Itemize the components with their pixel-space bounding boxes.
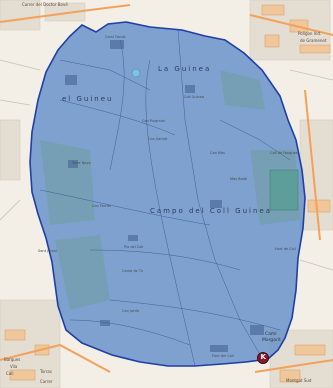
top-right-label-2: de Gramenet <box>300 38 327 43</box>
la-guinea-label: La Guinea <box>158 65 212 73</box>
bottom-left-label-1: Barques <box>4 357 21 362</box>
bottom-left-label-3: Coll <box>6 371 14 376</box>
inner-label: Torre Nova <box>72 161 91 165</box>
inner-label: Can Santet <box>148 137 168 141</box>
top-street-label: Carrer del Doctor Bové <box>22 2 68 7</box>
bottom-left-label-4: Torras <box>40 369 52 374</box>
corner-label-1: Camí <box>265 332 277 337</box>
inner-label: Coll Guinea <box>184 95 205 99</box>
bottom-left-label-5: Carrer <box>40 379 53 384</box>
inner-label: Camí Fondo <box>105 35 126 39</box>
inner-label: Can Mas <box>210 151 225 155</box>
inner-label: Font del Coll <box>212 354 234 358</box>
bottom-right-label: Montgat Sud <box>286 378 312 383</box>
inner-label: Sant Jeroni <box>38 249 57 253</box>
inner-label: Pla del Coll <box>124 245 144 249</box>
inner-label: Coll de Fangues <box>270 151 298 155</box>
bottom-left-label-2: Vila <box>10 364 18 369</box>
el-guineu-label: el Guineu <box>62 95 114 103</box>
inner-label: Can Puigmarí <box>142 119 166 123</box>
k-point-label: K <box>260 353 266 361</box>
k-point-marker[interactable]: K <box>257 352 269 364</box>
inner-label: Hort de Coll <box>275 247 296 251</box>
inner-label: Mas Badó <box>230 177 248 181</box>
inner-label: Can Jordà <box>122 309 139 313</box>
campo-label: Campo del Coll Guinea <box>150 207 272 215</box>
corner-label-2: Margarit <box>262 338 281 343</box>
top-right-label-1: Polígon Ind. <box>298 31 322 36</box>
inner-label: Can Ferran <box>92 204 112 208</box>
inner-label: Camp de Tir <box>122 269 144 273</box>
